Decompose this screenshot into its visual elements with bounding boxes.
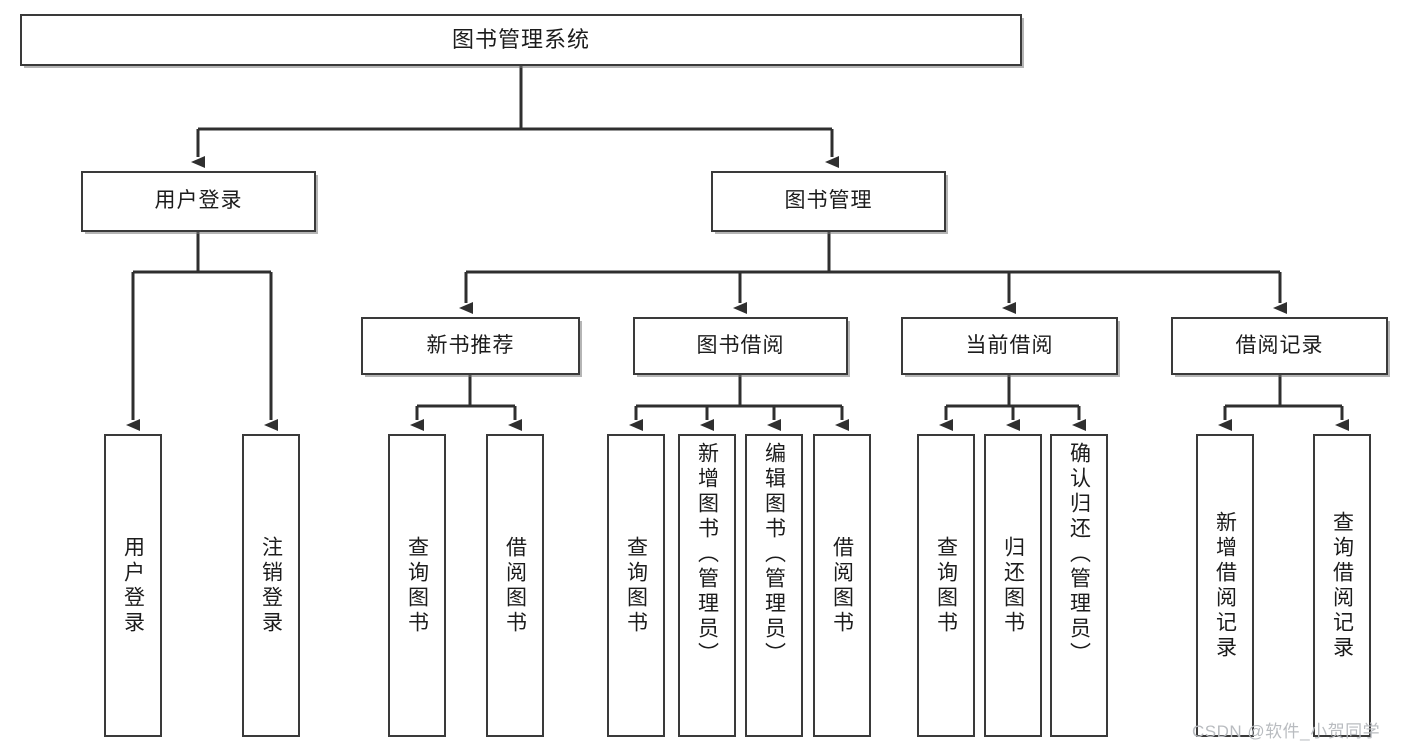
node-leaf-query-record[interactable]: 查询借阅记录: [1313, 434, 1371, 737]
watermark: CSDN @软件_小贺同学: [1192, 722, 1381, 741]
node-leaf-add-record-label: 新增借阅记录: [1213, 510, 1237, 661]
node-leaf-query-book-2-label: 查询图书: [624, 535, 648, 636]
node-leaf-query-book-1-label: 查询图书: [405, 535, 429, 636]
node-leaf-edit-book[interactable]: 编辑图书（管理员）: [745, 434, 803, 737]
node-leaf-borrow-book-1[interactable]: 借阅图书: [486, 434, 544, 737]
node-leaf-query-book-2[interactable]: 查询图书: [607, 434, 665, 737]
node-root[interactable]: 图书管理系统: [20, 14, 1022, 66]
node-leaf-confirm-return[interactable]: 确认归还（管理员）: [1050, 434, 1108, 737]
node-leaf-confirm-return-label: 确认归还（管理员）: [1067, 442, 1091, 667]
node-book-borrow-label: 图书借阅: [696, 333, 785, 357]
node-current-borrow-label: 当前借阅: [965, 333, 1054, 357]
node-book-management-label: 图书管理: [784, 189, 873, 213]
node-leaf-return-book-label: 归还图书: [1001, 535, 1025, 636]
node-user-login-label: 用户登录: [154, 189, 243, 213]
node-leaf-add-book[interactable]: 新增图书（管理员）: [678, 434, 736, 737]
node-user-login[interactable]: 用户登录: [81, 171, 316, 232]
node-current-borrow[interactable]: 当前借阅: [901, 317, 1118, 375]
node-leaf-query-book-3-label: 查询图书: [934, 535, 958, 636]
node-new-book-recommend-label: 新书推荐: [426, 333, 515, 357]
node-leaf-borrow-book-2-label: 借阅图书: [830, 535, 854, 636]
node-leaf-query-record-label: 查询借阅记录: [1330, 510, 1354, 661]
node-leaf-user-login-label: 用户登录: [121, 535, 145, 636]
node-leaf-edit-book-label: 编辑图书（管理员）: [762, 442, 786, 667]
node-borrow-record-label: 借阅记录: [1235, 333, 1324, 357]
node-leaf-borrow-book-2[interactable]: 借阅图书: [813, 434, 871, 737]
node-leaf-add-book-label: 新增图书（管理员）: [695, 442, 719, 667]
node-leaf-add-record[interactable]: 新增借阅记录: [1196, 434, 1254, 737]
node-leaf-user-login[interactable]: 用户登录: [104, 434, 162, 737]
node-book-management[interactable]: 图书管理: [711, 171, 946, 232]
node-book-borrow[interactable]: 图书借阅: [633, 317, 848, 375]
node-root-label: 图书管理系统: [451, 27, 590, 53]
node-new-book-recommend[interactable]: 新书推荐: [361, 317, 580, 375]
node-leaf-query-book-1[interactable]: 查询图书: [388, 434, 446, 737]
node-borrow-record[interactable]: 借阅记录: [1171, 317, 1388, 375]
node-leaf-logout-label: 注销登录: [259, 535, 283, 636]
node-leaf-logout[interactable]: 注销登录: [242, 434, 300, 737]
node-leaf-query-book-3[interactable]: 查询图书: [917, 434, 975, 737]
node-leaf-return-book[interactable]: 归还图书: [984, 434, 1042, 737]
node-leaf-borrow-book-1-label: 借阅图书: [503, 535, 527, 636]
